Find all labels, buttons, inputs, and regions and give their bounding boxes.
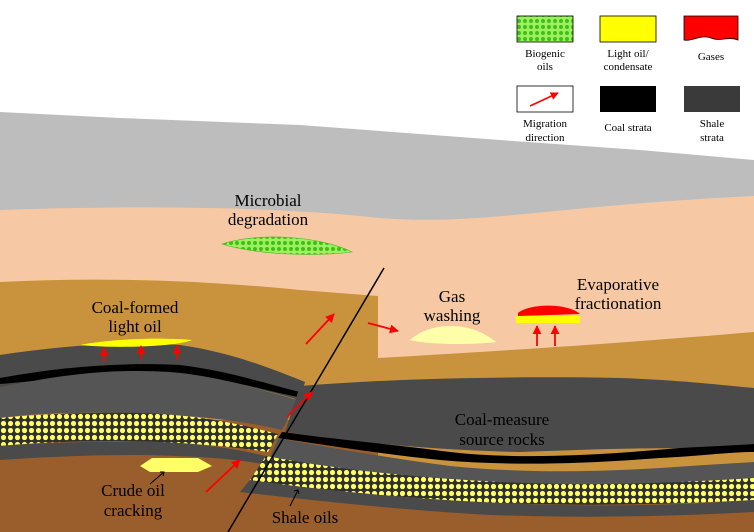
legend-shale-2: strata (700, 132, 724, 144)
legend-swatch-coal (600, 86, 656, 112)
label-microbial-degradation-1: Microbial (234, 191, 301, 210)
legend-light-oil-1: Light oil/ (607, 48, 649, 60)
legend-migration-1: Migration (523, 118, 567, 130)
label-crude-oil-1: Crude oil (101, 481, 165, 500)
legend-swatch-shale (684, 86, 740, 112)
legend-swatch-biogenic (516, 15, 574, 43)
evaporative-gas-cap (518, 305, 580, 316)
legend-biogenic-1: Biogenic (525, 48, 565, 60)
coal-right-upper (278, 432, 754, 464)
dotted-shale-left (0, 412, 278, 452)
label-coal-formed-1: Coal-formed (92, 298, 179, 317)
legend-gases: Gases (698, 51, 724, 63)
legend-swatch-gases (683, 15, 739, 41)
label-coal-measure-1: Coal-measure (455, 410, 549, 429)
legend-migration-2: direction (525, 132, 565, 144)
shale-left-base (0, 441, 266, 464)
label-gas-washing-2: washing (424, 306, 481, 325)
shale-right-base (240, 480, 754, 517)
label-microbial-degradation-2: degradation (228, 210, 309, 229)
legend: Biogenic oils Light oil/ condensate Gase… (516, 15, 740, 144)
label-crude-oil-2: cracking (104, 501, 163, 520)
coal-formed-light-oil-lens (80, 338, 192, 347)
label-coal-formed-2: light oil (108, 317, 162, 336)
legend-migration-arrow-icon (529, 92, 559, 107)
label-gas-washing-1: Gas (439, 287, 465, 306)
legend-biogenic-2: oils (537, 61, 553, 73)
label-evaporative-2: fractionation (575, 294, 662, 313)
shale-left-upper (0, 343, 305, 400)
migration-arrows (99, 313, 560, 493)
shale-right-upper (285, 377, 754, 452)
legend-light-oil-2: condensate (604, 61, 653, 73)
legend-shale-1: Shale (700, 118, 725, 130)
gas-washing-oil-dome (410, 326, 496, 345)
label-shale-oils: Shale oils (272, 508, 339, 527)
pointer-arrows (149, 471, 300, 507)
evaporative-condensate (516, 316, 580, 323)
label-evaporative-1: Evaporative (577, 275, 659, 294)
dotted-shale-right (250, 456, 754, 505)
legend-swatch-light-oil (599, 15, 657, 43)
biogenic-oil-lens (221, 236, 354, 255)
coal-left-upper (0, 364, 300, 397)
label-coal-measure-2: source rocks (459, 430, 544, 449)
legend-coal: Coal strata (604, 122, 651, 134)
shale-left-lower (0, 370, 298, 430)
crude-oil-cracking-lens (140, 458, 212, 472)
